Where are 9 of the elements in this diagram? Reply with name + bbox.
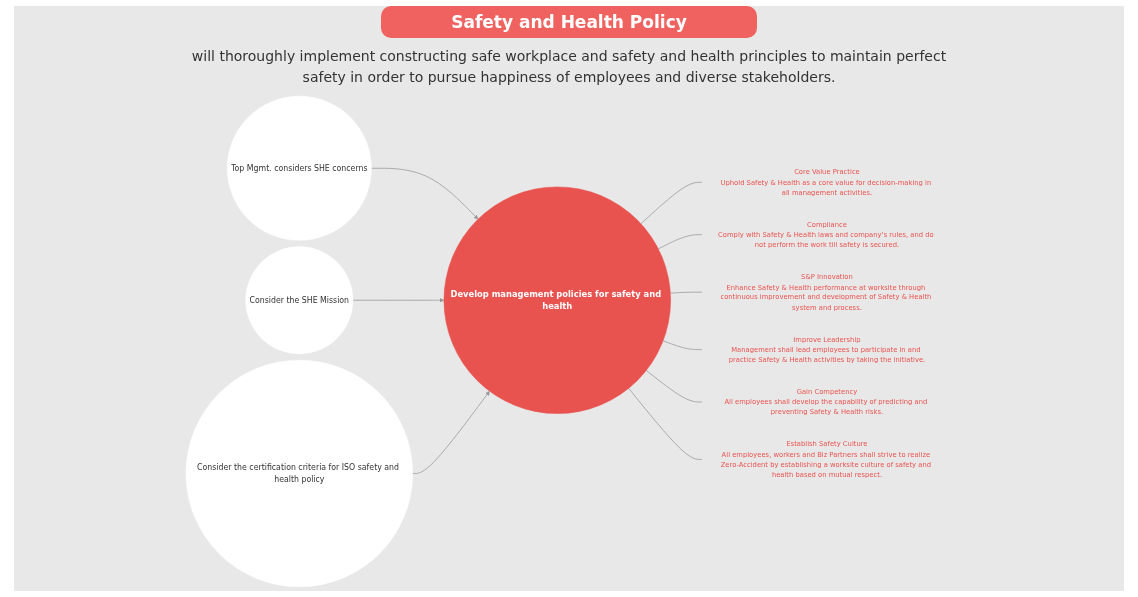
node-circle: Develop management policies for safety and health <box>443 186 671 414</box>
connector <box>628 387 703 460</box>
connector <box>657 234 703 250</box>
connector <box>670 291 703 294</box>
connector <box>645 370 703 403</box>
connector <box>662 340 703 350</box>
title-banner: Safety and Health Policy <box>381 6 757 38</box>
connector <box>640 181 703 225</box>
intro-text: will thoroughly implement constructing safe workplace and safety and health principles to maintain perfect safety in order to pursue happiness of employees and diverse stakeholders. <box>190 47 948 87</box>
